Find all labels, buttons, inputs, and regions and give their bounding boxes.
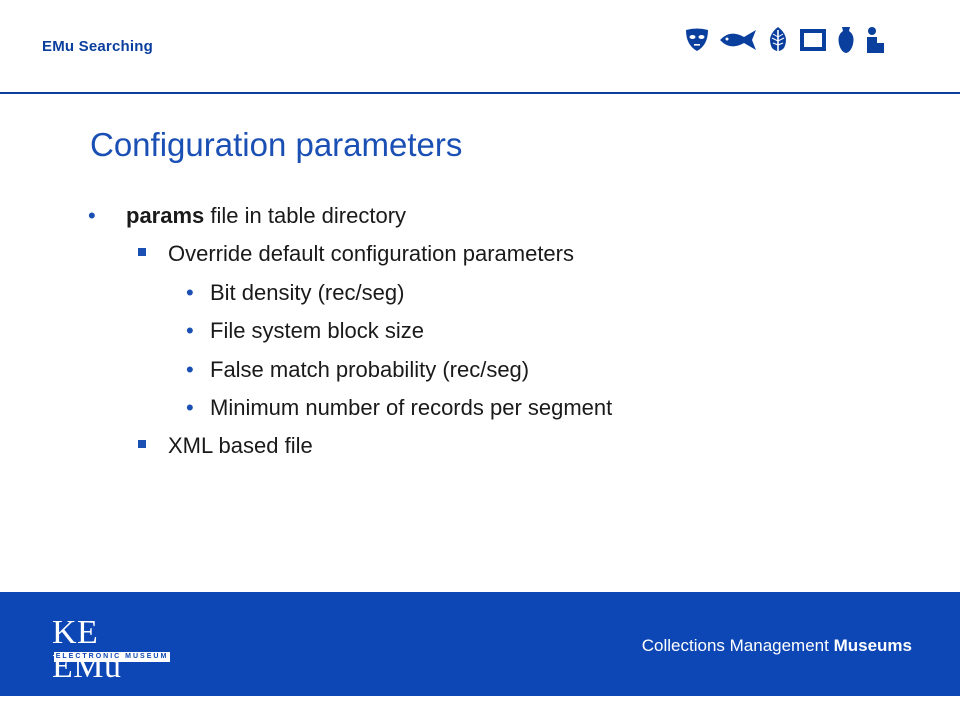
bullet-item: Minimum number of records per segment (210, 395, 613, 420)
tagline-bold: Museums (833, 636, 912, 655)
bullet-item: File system block size (210, 318, 424, 343)
logo-text: KE EMu (52, 614, 122, 685)
figure-icon (864, 26, 886, 54)
header-title: EMu Searching (42, 38, 153, 55)
footer-bar: KE EMu ELECTRONIC MUSEUM Collections Man… (0, 592, 960, 696)
bullet-square-icon (138, 248, 146, 256)
frame-icon (798, 27, 828, 53)
bullet-text: file in table directory (204, 203, 407, 228)
logo-subtext: ELECTRONIC MUSEUM (54, 652, 170, 662)
mask-icon (684, 27, 710, 53)
bullet-bold-term: params (126, 203, 205, 228)
bullet-dot-icon: • (186, 357, 194, 382)
bullet-dot-icon: • (186, 280, 194, 305)
footer-tagline: Collections Management Museums (642, 636, 912, 656)
icon-strip (684, 22, 894, 58)
bullet-dot-icon: • (186, 395, 194, 420)
bullet-item: params file in table directory (126, 203, 406, 229)
bullet-item: XML based file (168, 433, 313, 458)
fish-icon (718, 27, 758, 53)
bullet-dot-icon: • (186, 318, 194, 343)
leaf-icon (766, 26, 790, 54)
bullet-dot-icon: • (88, 203, 96, 228)
slide-title: Configuration parameters (90, 126, 463, 163)
tagline-regular: Collections Management (641, 636, 834, 655)
header-rule (0, 92, 960, 94)
ke-emu-logo: KE EMu ELECTRONIC MUSEUM (52, 616, 172, 684)
bullet-item: Bit density (rec/seg) (210, 280, 405, 305)
bullet-square-icon (138, 440, 146, 448)
bullet-item: False match probability (rec/seg) (210, 357, 530, 382)
vase-icon (836, 26, 856, 54)
bullet-item: Override default configuration parameter… (168, 241, 574, 266)
